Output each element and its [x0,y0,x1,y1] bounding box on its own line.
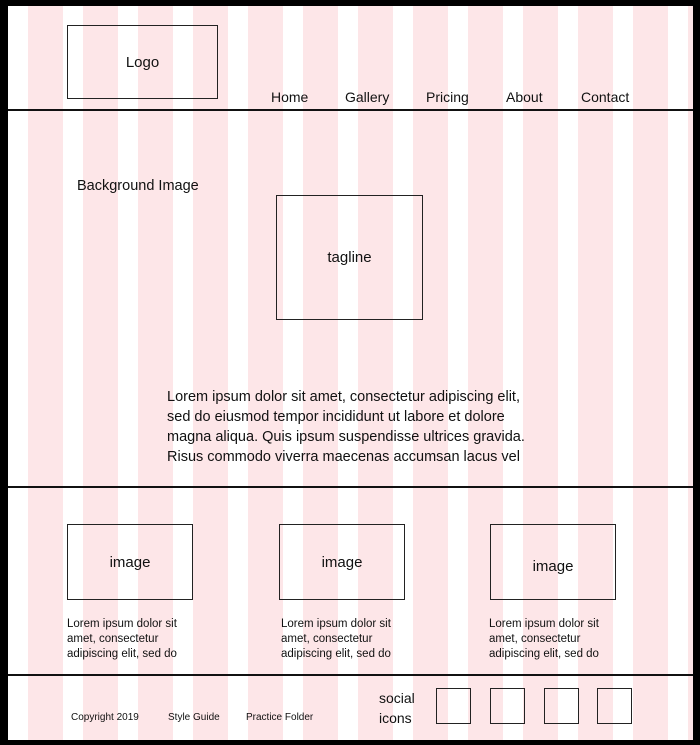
nav-home[interactable]: Home [271,89,309,105]
card-text-line: amet, consectetur [67,633,159,645]
social-icon-placeholder[interactable] [490,688,525,724]
hero-line: Lorem ipsum dolor sit amet, consectetur … [167,389,520,405]
social-label-line: social [379,690,415,706]
card-image-label: image [109,553,151,571]
card-text-line: amet, consectetur [281,633,373,645]
card-text-line: adipiscing elit, sed do [67,648,177,660]
social-icon-placeholder[interactable] [544,688,579,724]
hero-paragraph: Lorem ipsum dolor sit amet, consectetur … [167,387,587,467]
hero-line: Risus commodo viverra maecenas accumsan … [167,449,520,465]
footer-divider [8,674,693,676]
social-label-line: icons [379,710,412,726]
background-image-label: Background Image [77,178,199,194]
card-text-line: adipiscing elit, sed do [489,648,599,660]
tagline-label: tagline [327,249,372,266]
hero-line: magna aliqua. Quis ipsum suspendisse ult… [167,429,525,445]
card-text-line: Lorem ipsum dolor sit [281,618,391,630]
card-text-line: adipiscing elit, sed do [281,648,391,660]
card-image-label: image [321,553,363,571]
card-text-line: Lorem ipsum dolor sit [67,618,177,630]
social-icons-label: social icons [379,688,415,728]
card-image-placeholder: image [490,524,616,600]
card-text-line: Lorem ipsum dolor sit [489,618,599,630]
hero-divider [8,486,693,488]
card-text: Lorem ipsum dolor sit amet, consectetur … [281,617,431,662]
card-image-placeholder: image [67,524,193,600]
copyright-text: Copyright 2019 [71,712,139,723]
nav-contact[interactable]: Contact [581,89,630,105]
nav-gallery[interactable]: Gallery [345,89,390,105]
tagline-placeholder: tagline [276,195,423,320]
style-guide-link[interactable]: Style Guide [168,712,220,723]
card-text: Lorem ipsum dolor sit amet, consectetur … [489,617,639,662]
social-icon-placeholder[interactable] [436,688,471,724]
nav-pricing[interactable]: Pricing [426,89,469,105]
practice-folder-link[interactable]: Practice Folder [246,712,314,723]
card-image-placeholder: image [279,524,405,600]
logo-label: Logo [125,53,160,71]
nav-about[interactable]: About [506,89,543,105]
logo-placeholder[interactable]: Logo [67,25,218,99]
card-image-label: image [532,557,574,575]
wireframe-canvas: Logo Home Gallery Pricing About Contact … [8,6,693,740]
card-text-line: amet, consectetur [489,633,581,645]
social-icon-placeholder[interactable] [597,688,632,724]
header-divider [8,109,693,111]
card-text: Lorem ipsum dolor sit amet, consectetur … [67,617,217,662]
hero-line: sed do eiusmod tempor incididunt ut labo… [167,409,505,425]
